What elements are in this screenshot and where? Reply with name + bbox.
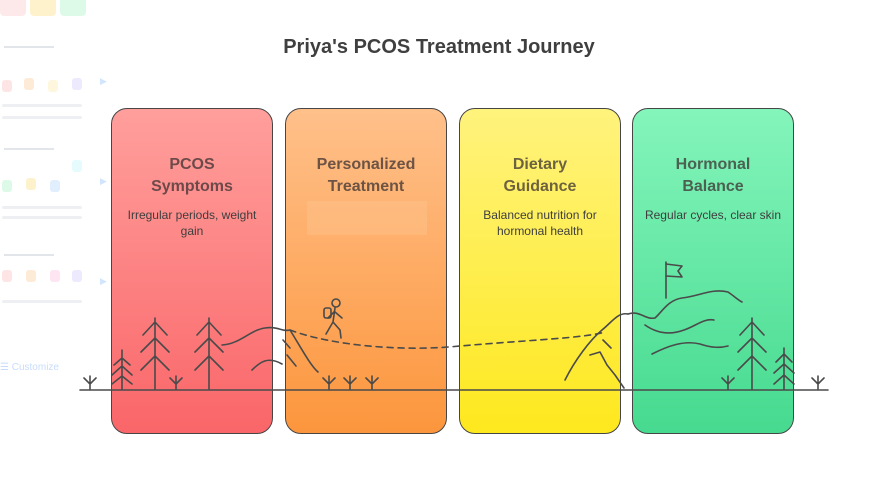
color-swatch[interactable]	[30, 0, 56, 16]
placeholder-line	[2, 216, 82, 219]
template-thumb[interactable]	[72, 270, 82, 282]
divider	[4, 254, 54, 256]
customize-label: Customize	[11, 362, 59, 373]
mountain-icon	[651, 341, 729, 355]
mountain-icon	[602, 339, 612, 349]
pine-tree-icon	[737, 317, 795, 390]
template-thumb[interactable]	[26, 178, 36, 190]
pine-tree-icon	[111, 317, 224, 390]
template-thumb[interactable]	[50, 270, 60, 282]
divider	[4, 46, 54, 48]
stage-description: Regular cycles, clear skin	[644, 208, 782, 222]
template-thumb[interactable]	[72, 78, 82, 90]
placeholder-line	[2, 300, 82, 303]
placeholder-line	[2, 116, 82, 119]
template-thumb[interactable]	[2, 80, 12, 92]
hill-outline	[221, 326, 319, 373]
mountain-icon	[564, 312, 629, 381]
side-panel[interactable]: ▶ ▶ ▶ ☰ Customize	[0, 0, 108, 390]
color-swatch[interactable]	[0, 0, 26, 16]
flag-icon	[665, 261, 683, 299]
divider	[4, 148, 54, 150]
placeholder-line	[2, 206, 82, 209]
hiker-icon	[323, 298, 343, 339]
color-swatch[interactable]	[60, 0, 86, 16]
template-thumb[interactable]	[2, 270, 12, 282]
template-thumb[interactable]	[26, 270, 36, 282]
mountain-icon	[589, 351, 625, 389]
customize-button[interactable]: ☰ Customize	[0, 362, 59, 373]
stage-description: Balanced nutrition for hormonal health	[483, 208, 597, 238]
mountain-icon	[627, 290, 743, 320]
chevron-right-icon[interactable]: ▶	[100, 276, 107, 286]
hill-outline	[282, 339, 297, 367]
stage-description: Irregular periods, weight gain	[127, 208, 257, 238]
journey-path	[289, 329, 606, 349]
mountain-icon	[644, 318, 715, 334]
diagram-title: Priya's PCOS Treatment Journey	[283, 36, 595, 58]
empty-description-placeholder	[307, 201, 427, 235]
hill-outline	[251, 359, 283, 371]
template-thumb[interactable]	[50, 180, 60, 192]
grass-tuft-icon	[83, 375, 825, 390]
placeholder-line	[2, 104, 82, 107]
chevron-right-icon[interactable]: ▶	[100, 76, 107, 86]
template-thumb[interactable]	[48, 80, 58, 92]
chevron-right-icon[interactable]: ▶	[100, 176, 107, 186]
template-thumb[interactable]	[24, 78, 34, 90]
template-thumb[interactable]	[2, 180, 12, 192]
template-thumb[interactable]	[72, 160, 82, 172]
